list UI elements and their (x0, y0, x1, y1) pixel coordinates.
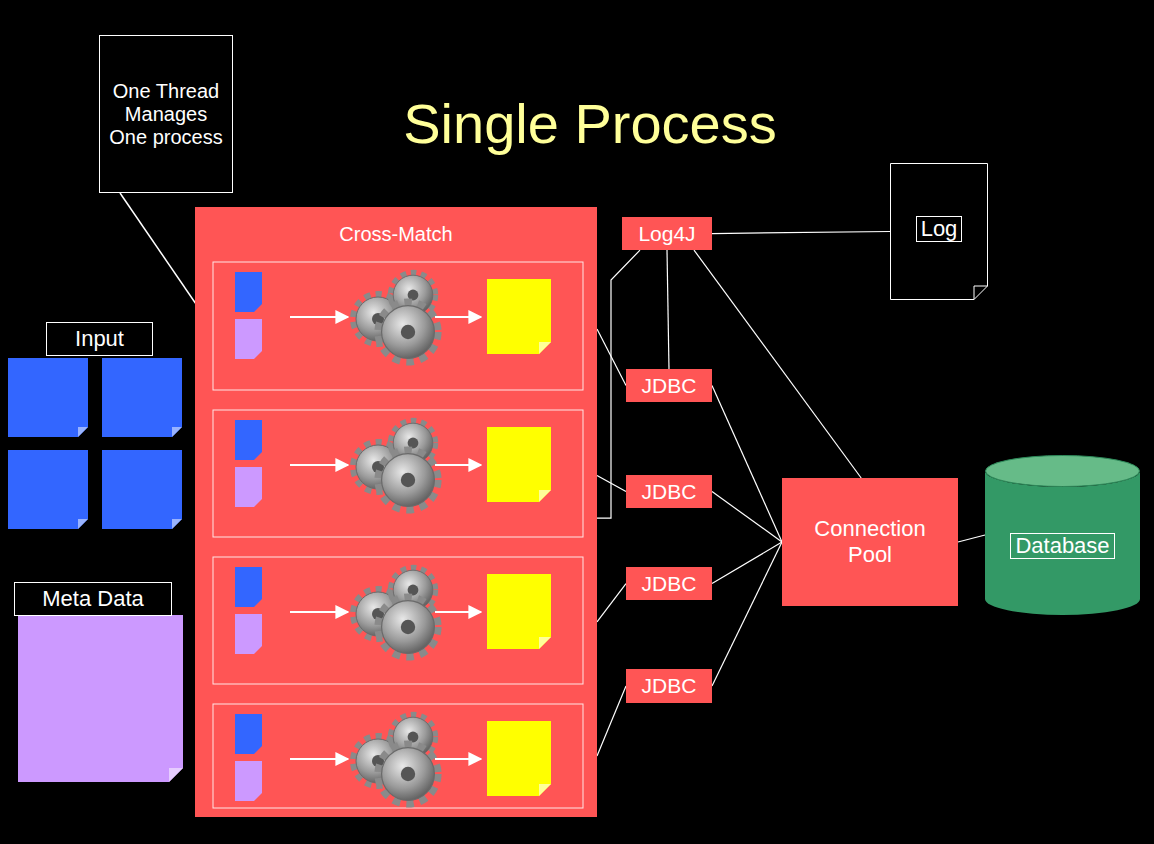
node-text: JDBC (642, 480, 697, 503)
node-text: Meta Data (38, 587, 148, 611)
node-text: Connection Pool (805, 516, 935, 569)
component-box: JDBC (626, 369, 712, 402)
callout-box: One Thread Manages One process (99, 35, 233, 193)
title: Single Process (290, 90, 890, 157)
component-box: JDBC (626, 567, 712, 600)
process-box: Cross-Match (195, 207, 597, 817)
node-text: Log4J (638, 222, 695, 245)
connector (597, 686, 626, 756)
input-documents (8, 358, 182, 529)
cylinder-top (986, 456, 1140, 487)
node-text: JDBC (642, 572, 697, 595)
node-text: JDBC (642, 374, 697, 397)
component-box: JDBC (626, 669, 712, 703)
metadata-document (18, 615, 183, 782)
node-text: Log (916, 216, 963, 242)
connector (667, 250, 669, 369)
connector (597, 584, 626, 622)
cylinder-body (985, 471, 1140, 615)
document-shape (891, 164, 988, 300)
connector (712, 492, 782, 542)
connector (712, 232, 890, 234)
document-fold (974, 286, 988, 300)
node-text: Input (71, 327, 128, 351)
database-cylinder: Database (985, 455, 1140, 615)
component-box: Log4J (622, 217, 712, 250)
connector (694, 250, 861, 478)
component-box: JDBC (626, 475, 712, 508)
label-box: Input (46, 322, 153, 356)
node-text: Cross-Match (339, 223, 452, 246)
log-document: Log (890, 163, 988, 300)
connector (712, 542, 782, 686)
thread-illustration (195, 207, 597, 817)
connector (712, 386, 782, 542)
label-box: Meta Data (14, 582, 172, 616)
pool-box: Connection Pool (782, 478, 958, 606)
node-text: Database (1010, 533, 1114, 559)
connector (958, 535, 985, 542)
node-text: One Thread Manages One process (107, 80, 225, 149)
node-text: JDBC (642, 674, 697, 697)
